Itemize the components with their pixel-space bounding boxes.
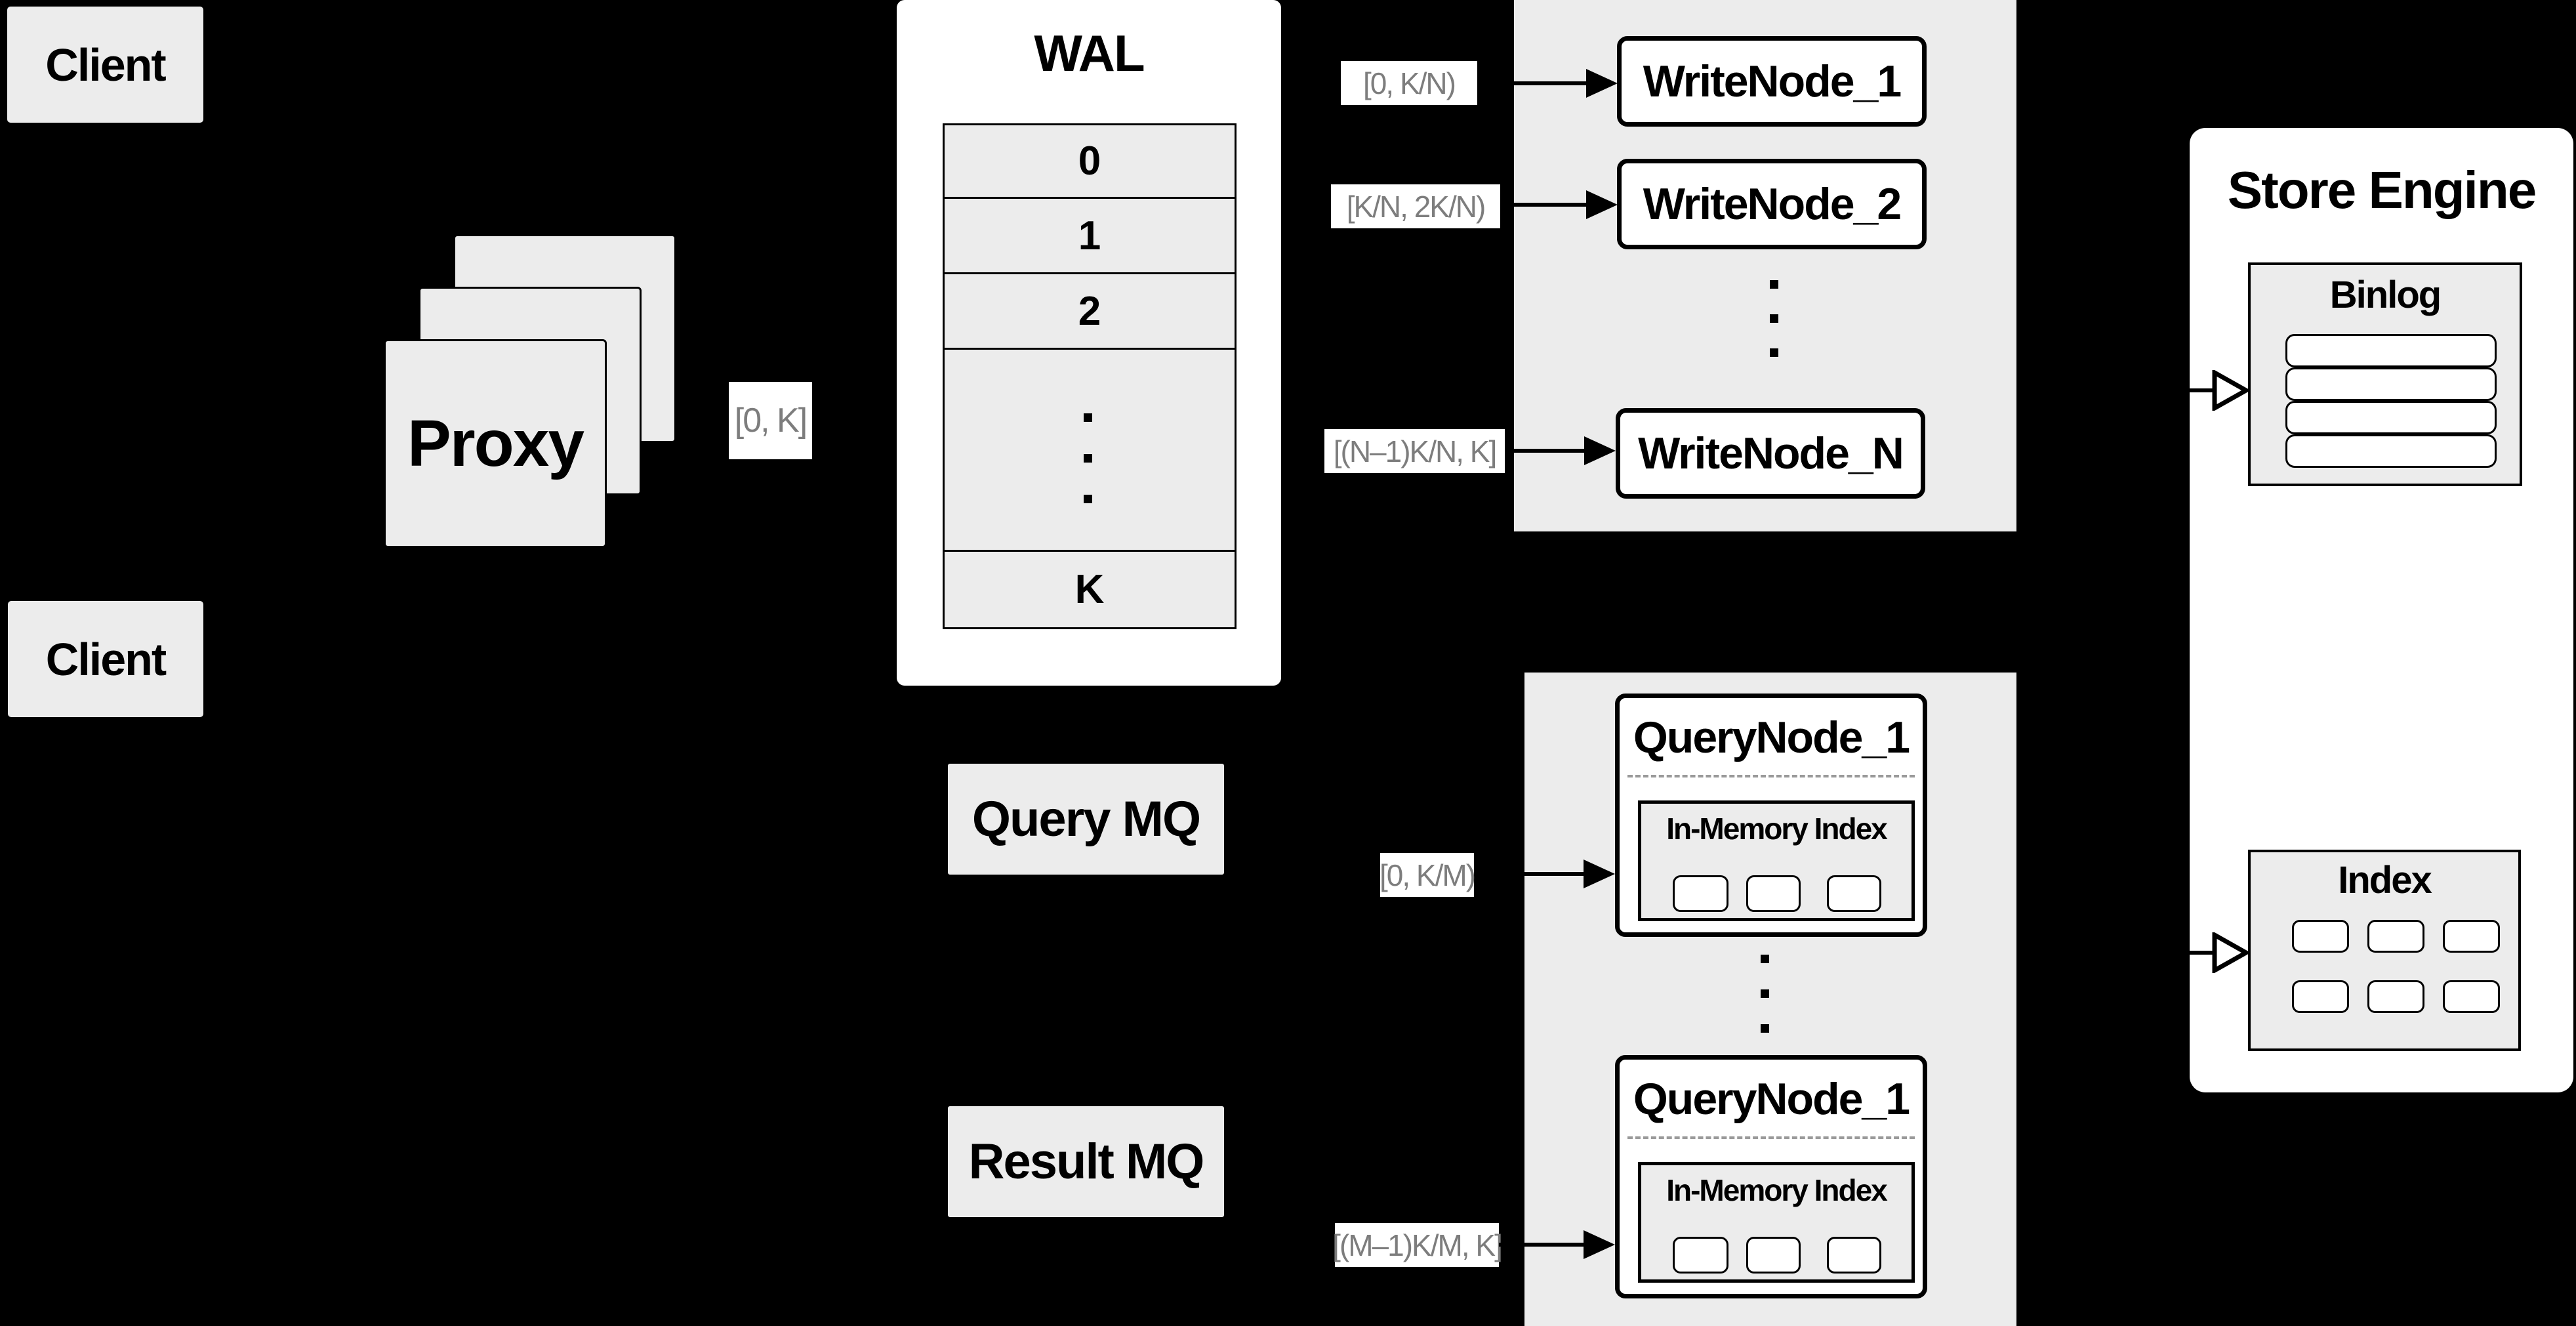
write-node-n: WriteNode_N [1616,408,1925,499]
query-mq-box: Query MQ [946,762,1226,877]
query-node-2-title: QueryNode_1 [1633,1074,1910,1124]
query-node-2: QueryNode_1 In-Memory Index [1615,1055,1927,1298]
arrowhead-wn2-icon [1586,190,1618,219]
memory-segment [1827,875,1881,912]
memory-segment [1673,1237,1728,1274]
memory-segment [1673,875,1728,912]
arrowhead-wnn-icon [1584,436,1616,465]
range-label-proxy-to-wal: [0, K] [729,382,812,459]
dashed-divider [1627,775,1915,777]
arrow-line-wn1 [1477,81,1586,85]
range-label-write-node-n: [(N–1)K/N, K] [1324,429,1505,473]
binlog-title: Binlog [2329,273,2442,316]
wal-panel: WAL 0 1 2 K [897,0,1281,686]
wal-title: WAL [1034,24,1145,82]
in-memory-index-2-title: In-Memory Index [1666,1173,1888,1207]
range-label-write-node-1: [0, K/N) [1341,61,1477,105]
arrowhead-qnm-icon [1584,1230,1615,1259]
index-cell [2443,980,2500,1013]
proxy-box-front: Proxy [384,339,607,548]
wal-row-2: 2 [945,274,1235,350]
arrowhead-wn1-icon [1586,69,1618,98]
result-mq-box: Result MQ [946,1104,1226,1219]
range-label-write-node-2: [K/N, 2K/N) [1331,184,1500,228]
memory-segment [1827,1237,1881,1274]
binlog-row [2285,401,2497,434]
in-memory-index-1: In-Memory Index [1638,800,1915,921]
write-node-ellipsis-dots [1770,280,1778,357]
wal-ellipsis-dots [1084,413,1092,503]
in-memory-index-1-title: In-Memory Index [1666,812,1888,846]
index-cell [2367,980,2424,1013]
binlog-row [2285,367,2497,401]
arrow-line-qn1 [1474,872,1584,876]
query-node-1: QueryNode_1 In-Memory Index [1615,694,1927,937]
write-node-1: WriteNode_1 [1617,36,1927,127]
memory-segment [1746,1237,1801,1274]
index-cell [2443,920,2500,953]
write-node-2: WriteNode_2 [1617,159,1927,249]
query-node-ellipsis-dots [1761,955,1769,1033]
arrow-line-qnm [1499,1243,1584,1247]
arrow-line-binlog [2190,388,2215,392]
index-cell [2292,920,2349,953]
dashed-divider [1627,1136,1915,1139]
in-memory-index-2: In-Memory Index [1638,1162,1915,1283]
index-cell [2292,980,2349,1013]
arrow-line-index [2190,951,2215,955]
range-label-query-node-1: [0, K/M) [1380,853,1476,897]
arrowhead-qn1-icon [1584,860,1615,888]
memory-segment [1746,875,1801,912]
index-box: Index [2248,850,2521,1051]
query-node-1-title: QueryNode_1 [1633,713,1910,762]
store-engine-title: Store Engine [2227,161,2537,219]
open-arrowhead-binlog-icon [2212,370,2249,411]
wal-row-1: 1 [945,199,1235,274]
client-box-bottom: Client [6,599,205,719]
range-label-query-node-m: [(M–1)K/M, K] [1332,1223,1503,1267]
wal-row-k: K [945,552,1235,627]
binlog-row [2285,334,2497,367]
arrow-line-wnn [1505,449,1585,453]
index-cell [2367,920,2424,953]
wal-row-ellipsis [945,350,1235,552]
arrow-line-wn2 [1500,203,1586,207]
index-title: Index [2338,859,2432,901]
wal-table: 0 1 2 K [943,123,1237,629]
binlog-box: Binlog [2248,262,2522,486]
open-arrowhead-index-icon [2212,932,2249,973]
wal-row-0: 0 [945,125,1235,199]
client-box-top: Client [5,5,205,125]
store-engine-panel: Store Engine Binlog Index [2190,128,2573,1092]
proxy-stack: Proxy [384,234,676,548]
binlog-row [2285,434,2497,468]
